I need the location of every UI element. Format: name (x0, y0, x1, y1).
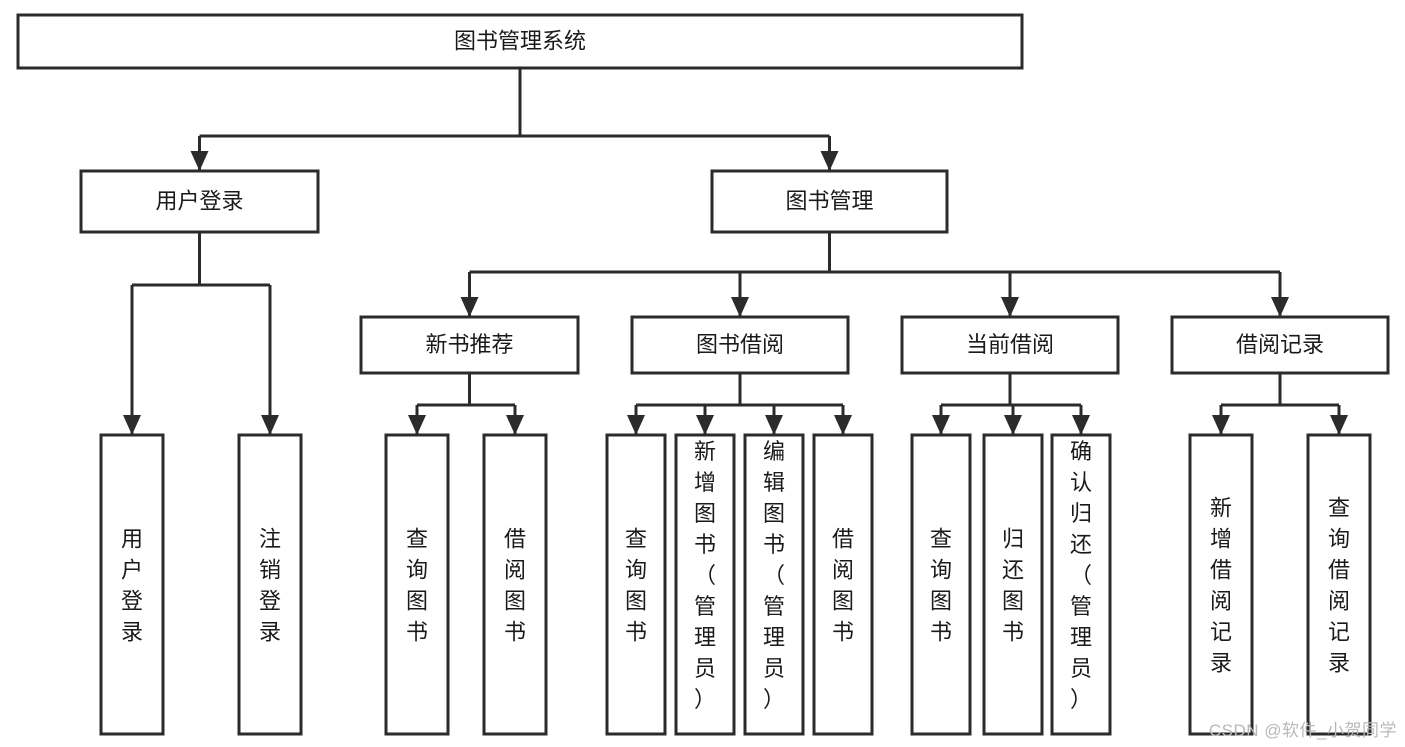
node-label: 查询图书 (930, 527, 952, 645)
arrow-head-icon (627, 415, 645, 435)
node-label: 新增借阅记录 (1210, 496, 1232, 676)
node-layer: 图书管理系统用户登录图书管理新书推荐图书借阅当前借阅借阅记录用户登录注销登录查询… (16, 13, 1390, 736)
node-box (237, 433, 303, 736)
node-box (674, 433, 736, 736)
node-box (910, 433, 972, 736)
arrow-head-icon (932, 415, 950, 435)
node-label: 确认归还（管理员） (1070, 439, 1092, 712)
node-box (16, 13, 1024, 70)
node-box (384, 433, 450, 736)
node-borrow-record[interactable]: 借阅记录 (1170, 315, 1390, 375)
node-box (605, 433, 667, 736)
arrow-head-icon (834, 415, 852, 435)
node-book-borrow[interactable]: 图书借阅 (630, 315, 850, 375)
node-leaf-query-record[interactable]: 查询借阅记录 (1306, 433, 1372, 736)
node-current-borrow[interactable]: 当前借阅 (900, 315, 1120, 375)
node-box (99, 433, 165, 736)
node-box (1188, 433, 1254, 736)
node-box (1050, 433, 1112, 736)
arrow-head-icon (1271, 297, 1289, 317)
node-leaf-confirm-return[interactable]: 确认归还（管理员） (1050, 433, 1112, 736)
node-leaf-return-book[interactable]: 归还图书 (982, 433, 1044, 736)
arrow-head-icon (1004, 415, 1022, 435)
node-leaf-borrow-book-2[interactable]: 借阅图书 (812, 433, 874, 736)
node-box (79, 169, 320, 234)
node-leaf-query-book-1[interactable]: 查询图书 (384, 433, 450, 736)
arrow-head-icon (123, 415, 141, 435)
node-label: 借阅图书 (832, 527, 854, 645)
node-label: 注销登录 (259, 527, 281, 645)
node-label: 编辑图书（管理员） (763, 439, 785, 712)
arrow-head-icon (1072, 415, 1090, 435)
arrow-head-icon (820, 151, 839, 171)
node-book-manage[interactable]: 图书管理 (710, 169, 949, 234)
arrow-head-icon (696, 415, 714, 435)
arrow-head-icon (190, 151, 209, 171)
node-leaf-borrow-book-1[interactable]: 借阅图书 (482, 433, 548, 736)
node-label: 图书借阅 (696, 332, 784, 357)
arrow-head-icon (460, 297, 479, 317)
arrow-head-icon (261, 415, 279, 435)
arrow-head-icon (408, 415, 426, 435)
node-box (812, 433, 874, 736)
edge-layer (123, 68, 1348, 435)
node-leaf-add-record[interactable]: 新增借阅记录 (1188, 433, 1254, 736)
node-box (982, 433, 1044, 736)
node-label: 新书推荐 (425, 332, 513, 357)
node-box (630, 315, 850, 375)
node-label: 当前借阅 (966, 332, 1054, 357)
arrow-head-icon (765, 415, 783, 435)
arrow-head-icon (1212, 415, 1230, 435)
node-new-book-rec[interactable]: 新书推荐 (359, 315, 580, 375)
node-box (743, 433, 805, 736)
node-label: 借阅图书 (504, 527, 526, 645)
node-leaf-edit-book[interactable]: 编辑图书（管理员） (743, 433, 805, 736)
arrow-head-icon (1001, 297, 1019, 317)
node-leaf-query-book-2[interactable]: 查询图书 (605, 433, 667, 736)
node-label: 用户登录 (155, 188, 243, 213)
node-leaf-query-book-3[interactable]: 查询图书 (910, 433, 972, 736)
node-box (710, 169, 949, 234)
node-box (1306, 433, 1372, 736)
node-label: 查询图书 (625, 527, 647, 645)
node-leaf-logout[interactable]: 注销登录 (237, 433, 303, 736)
node-label: 新增图书（管理员） (694, 439, 716, 712)
node-leaf-add-book[interactable]: 新增图书（管理员） (674, 433, 736, 736)
node-leaf-user-login[interactable]: 用户登录 (99, 433, 165, 736)
node-label: 图书管理系统 (454, 28, 586, 53)
node-box (359, 315, 580, 375)
node-label: 归还图书 (1002, 527, 1024, 645)
arrow-head-icon (731, 297, 749, 317)
node-label: 查询图书 (406, 527, 428, 645)
node-user-login[interactable]: 用户登录 (79, 169, 320, 234)
node-root[interactable]: 图书管理系统 (16, 13, 1024, 70)
node-label: 用户登录 (121, 527, 143, 645)
node-label: 查询借阅记录 (1328, 496, 1350, 676)
arrow-head-icon (1330, 415, 1348, 435)
node-box (1170, 315, 1390, 375)
node-box (482, 433, 548, 736)
node-box (900, 315, 1120, 375)
arrow-head-icon (506, 415, 524, 435)
node-label: 借阅记录 (1236, 332, 1324, 357)
node-label: 图书管理 (785, 188, 873, 213)
